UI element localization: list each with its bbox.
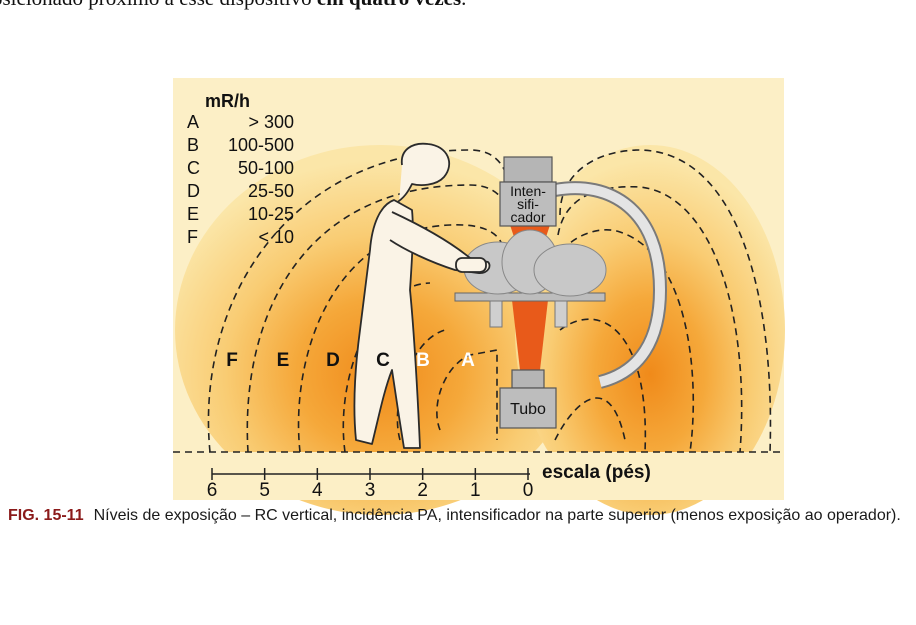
- legend-letter: F: [187, 227, 198, 247]
- contour-a-right: [554, 397, 626, 441]
- zone-label-c: C: [376, 350, 390, 371]
- intensifier-label-3: cador: [510, 209, 545, 225]
- scale-label: escala (pés): [542, 462, 651, 483]
- zone-label-e: E: [277, 350, 290, 371]
- scale-tick-label: 4: [312, 480, 323, 501]
- legend-range: 25-50: [248, 181, 294, 201]
- figure-number: FIG. 15-11: [8, 507, 84, 524]
- legend-letter: D: [187, 181, 200, 201]
- contour-a: [436, 349, 498, 440]
- legend-range: 50-100: [238, 158, 294, 178]
- contour-e: [246, 184, 513, 453]
- device-labels: Inten- sifi- cador Tubo: [510, 183, 546, 418]
- body-text-bold: em quatro vezes: [317, 0, 461, 10]
- legend-range: < 10: [258, 227, 294, 247]
- intensifier-label-2: sifi-: [517, 196, 539, 212]
- legend-range: 10-25: [248, 204, 294, 224]
- distance-scale: 6 5 4 3 2 1 0 escala (pés): [207, 462, 651, 501]
- legend-letter: B: [187, 135, 199, 155]
- tube-box: [499, 387, 557, 429]
- figure-caption: FIG. 15-11 Níveis de exposição – RC verti…: [8, 505, 913, 526]
- contour-f-right: [559, 149, 772, 453]
- table-left-leg: [489, 300, 503, 328]
- tube-head: [511, 369, 545, 389]
- c-arm-inner: [554, 183, 666, 387]
- zone-label-f: F: [226, 350, 238, 371]
- table-right-leg: [554, 300, 568, 328]
- beam-lower: [512, 300, 548, 370]
- contour-e-right: [557, 185, 743, 453]
- scale-tick-label: 5: [259, 480, 270, 501]
- scale-tick-label: 2: [417, 480, 428, 501]
- scale-tick-label: 3: [365, 480, 376, 501]
- legend-letter: C: [187, 158, 200, 178]
- body-text: osicionado próximo a esse dispositivo: [0, 0, 317, 10]
- operator-figure: [353, 142, 491, 449]
- legend-unit: mR/h: [205, 91, 250, 111]
- intensifier-housing: [503, 156, 553, 183]
- zone-label-d: D: [326, 350, 340, 371]
- patient: [463, 229, 607, 297]
- scale-tick-label: 6: [207, 480, 218, 501]
- legend-letter: A: [187, 112, 199, 132]
- body-text-end: .: [461, 0, 466, 10]
- zone-label-b: B: [416, 350, 430, 371]
- zone-label-a: A: [461, 350, 475, 371]
- scale-tick-label: 0: [523, 480, 534, 501]
- body-text-line: osicionado próximo a esse dispositivo em…: [0, 0, 466, 11]
- contour-c-right: [559, 318, 647, 453]
- tube-label: Tubo: [510, 401, 546, 418]
- caption-text: Níveis de exposição – RC vertical, incid…: [93, 507, 901, 524]
- legend-range: > 300: [248, 112, 294, 132]
- legend-range: 100-500: [228, 135, 294, 155]
- intensifier-label-1: Inten-: [510, 183, 546, 199]
- intensifier-box: [499, 181, 557, 227]
- legend-letter: E: [187, 204, 199, 224]
- scale-tick-label: 1: [470, 480, 481, 501]
